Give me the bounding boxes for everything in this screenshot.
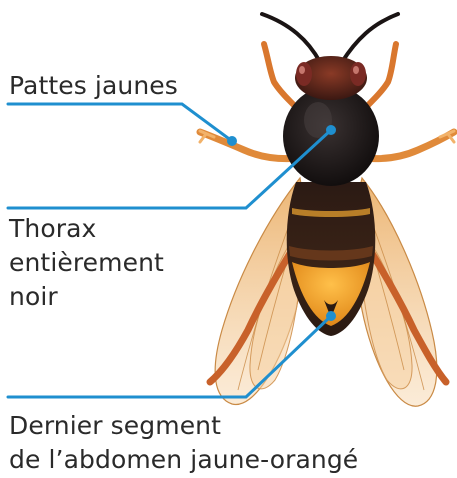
label-line: noir <box>9 280 164 314</box>
antennae <box>262 14 398 62</box>
leader-line-thorax <box>8 130 331 208</box>
leader-line-legs <box>8 104 232 141</box>
antenna-left <box>262 14 320 62</box>
label-line: de l’abdomen jaune-orangé <box>9 443 358 477</box>
label-pattes-jaunes: Pattes jaunes <box>9 69 178 103</box>
label-abdomen: Dernier segment de l’abdomen jaune-orang… <box>9 409 358 477</box>
antenna-right <box>342 14 398 62</box>
label-line: entièrement <box>9 246 164 280</box>
leader-dot-thorax <box>326 125 336 135</box>
eye-right <box>350 62 366 86</box>
label-line: Thorax <box>9 212 164 246</box>
label-thorax: Thorax entièrement noir <box>9 212 164 314</box>
leader-dot-legs <box>227 136 237 146</box>
eye-left <box>296 62 312 86</box>
leader-dot-abdomen <box>326 311 336 321</box>
thorax <box>283 86 379 186</box>
body <box>283 56 379 336</box>
leg-front-left <box>264 44 300 112</box>
leg-front-right <box>362 44 396 112</box>
label-line: Pattes jaunes <box>9 69 178 103</box>
label-line: Dernier segment <box>9 409 358 443</box>
